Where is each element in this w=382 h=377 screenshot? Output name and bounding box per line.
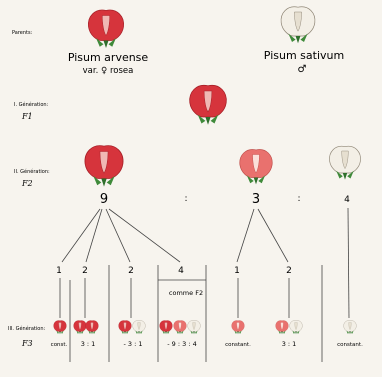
f3-const-1: const. (51, 342, 68, 348)
f2-red-count: 9 (100, 192, 108, 207)
f3-const-2: constant. (225, 342, 251, 348)
branch-2a: 2 (82, 266, 88, 276)
f1-flower (189, 84, 227, 126)
parent-left-var: var. ♀ rosea (83, 66, 134, 76)
branch-6: 2 (286, 266, 292, 276)
parent-sativum-flower (280, 6, 316, 44)
parent-right-symbol: ♂ (298, 64, 307, 75)
label-f1: F1 (21, 112, 33, 121)
parent-left-name: Pisum arvense (68, 51, 149, 64)
f2-pink-count: 3 (252, 192, 260, 207)
label-gen2: II. Génération: (14, 168, 50, 175)
branch-1: 1 (56, 266, 62, 276)
branch-lines (61, 207, 350, 319)
f3-ratio-4: 3 : 1 (282, 340, 297, 348)
branch-5: 1 (234, 266, 240, 276)
f3-ratio-3: - 9 : 3 : 4 (167, 340, 196, 348)
parent-rosea-flower (87, 9, 125, 49)
f2-white-flower (328, 145, 362, 181)
f2-white-count: 4 (344, 195, 350, 205)
f3-const-3: constant. (337, 342, 363, 348)
label-parents: Parents: (12, 30, 33, 36)
f2-sep-2: : (297, 194, 300, 204)
column-separators (69, 265, 323, 362)
branch-4-note: comme F2 (169, 289, 203, 297)
label-f2: F2 (21, 179, 33, 188)
branch-2b: 2 (128, 266, 134, 276)
f3-drop-lines (59, 278, 290, 318)
f2-red-flower (84, 144, 124, 188)
branch-4: 4 (178, 266, 184, 276)
f2-sep-1: : (184, 194, 187, 204)
label-f3: F3 (21, 339, 33, 348)
f3-ratio-2: - 3 : 1 (123, 340, 142, 348)
label-gen3: III. Génération: (8, 325, 45, 332)
f2-pink-flower (239, 148, 273, 185)
label-gen1: I. Génération: (14, 101, 49, 108)
parent-right-name: Pisum sativum (264, 49, 344, 62)
f3-ratio-1: 3 : 1 (81, 340, 96, 348)
f3-flowers (53, 320, 357, 335)
